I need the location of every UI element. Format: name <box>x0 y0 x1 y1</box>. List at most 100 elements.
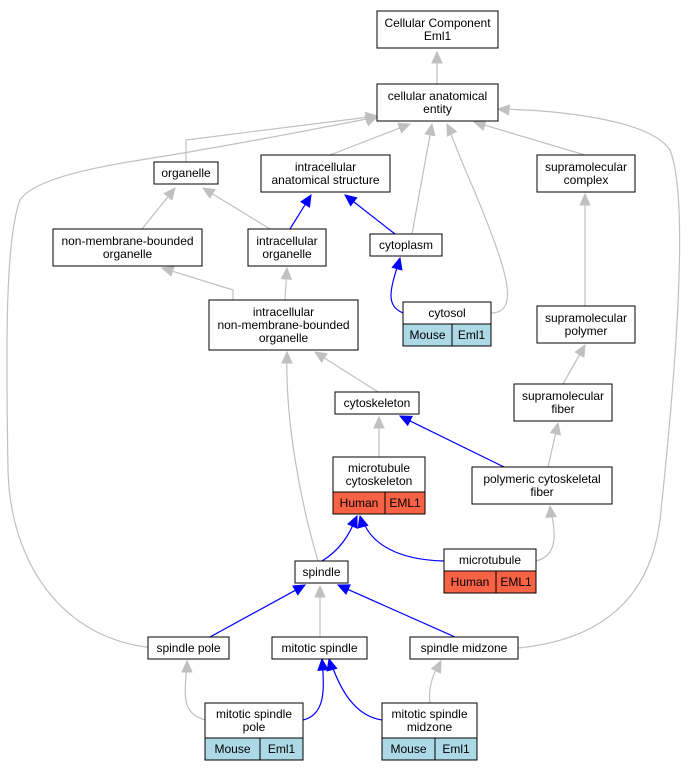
edge-line <box>329 659 383 721</box>
edge-line <box>286 351 319 562</box>
node-box <box>376 83 499 122</box>
node-box <box>52 228 203 267</box>
edge-inmbo-to-nmbo <box>160 265 234 300</box>
node-label: cytoplasm <box>379 238 433 252</box>
node-label: mitotic spindle <box>281 641 357 655</box>
arrowhead <box>160 265 175 277</box>
edge-line <box>289 203 307 230</box>
node-label: microtubule <box>459 553 521 567</box>
node-label: anatomical structure <box>271 173 379 187</box>
node-spindle[interactable]: spindle <box>294 560 349 584</box>
arrowhead <box>181 659 193 673</box>
edge-line <box>408 419 505 468</box>
node-label: mitotic spindle <box>391 707 467 721</box>
node-mspindle[interactable]: mitotic spindle <box>271 636 368 660</box>
node-label: organelle <box>103 247 153 261</box>
node-label: intracellular <box>256 234 317 248</box>
node-label: supramolecular <box>545 311 627 325</box>
node-label: Cellular Component <box>384 16 491 30</box>
node-smidzone[interactable]: spindle midzone <box>409 636 519 660</box>
node-label: mitotic spindle <box>216 707 292 721</box>
arrowhead <box>163 187 176 201</box>
arrowhead <box>431 50 443 64</box>
gene-cell <box>434 737 478 761</box>
edge-msmidzone-to-mspindle <box>326 657 383 721</box>
node-label: spindle pole <box>156 641 220 655</box>
node-inmbo[interactable]: intracellularnon-membrane-boundedorganel… <box>208 299 359 351</box>
species-label: Mouse <box>390 742 426 756</box>
edge-pcf-to-smf <box>547 421 562 468</box>
arrowhead <box>300 193 312 208</box>
arrowhead <box>292 584 307 596</box>
node-label: organelle <box>161 166 211 180</box>
node-label: non-membrane-bounded <box>61 234 193 248</box>
edge-line <box>562 353 581 385</box>
edge-smidzone-to-spindle <box>336 584 456 638</box>
edge-line <box>141 195 170 230</box>
node-label: fiber <box>530 485 553 499</box>
arrowhead <box>545 504 557 518</box>
node-cytoskeleton[interactable]: cytoskeleton <box>334 391 420 415</box>
arrowhead <box>314 584 326 598</box>
node-cytoplasm[interactable]: cytoplasm <box>369 233 443 257</box>
edge-line <box>171 270 234 300</box>
gene-label: Eml1 <box>268 742 296 756</box>
edge-spole-to-cae <box>6 115 379 649</box>
arrowhead <box>357 514 369 529</box>
node-spole[interactable]: spindle pole <box>147 636 230 660</box>
edge-line <box>411 133 431 235</box>
node-label: Eml1 <box>424 29 452 43</box>
arrowhead <box>313 351 328 364</box>
arrowhead <box>549 421 562 436</box>
arrowhead <box>398 415 413 427</box>
edge-line <box>209 589 297 638</box>
edge-inmbo-to-io <box>280 266 293 301</box>
arrowhead <box>496 104 510 116</box>
node-box <box>147 636 230 660</box>
edge-io-to-organelle <box>201 187 271 230</box>
node-label: entity <box>423 102 452 116</box>
arrowhead <box>424 122 436 137</box>
edge-line <box>346 588 456 638</box>
edge-io-to-ias <box>289 193 312 230</box>
edge-line <box>497 108 681 649</box>
gene-label: EML1 <box>500 575 532 589</box>
node-box <box>334 391 420 415</box>
node-label: spindle <box>302 565 340 579</box>
node-label: midzone <box>407 720 453 734</box>
species-label: Human <box>451 575 490 589</box>
edge-line <box>323 356 379 393</box>
node-box <box>536 305 636 344</box>
edge-nmbo-to-organelle <box>141 187 176 230</box>
node-label: spindle midzone <box>421 641 508 655</box>
edge-line <box>185 116 368 162</box>
edge-line <box>352 200 396 235</box>
gene-cell <box>495 570 537 594</box>
node-box <box>471 466 613 505</box>
node-organelle[interactable]: organelle <box>153 161 219 185</box>
edge-smidzone-to-cae <box>496 104 681 649</box>
edge-cytosol-to-cae <box>446 122 509 314</box>
gene-label: Eml1 <box>442 742 470 756</box>
arrowhead <box>280 266 293 280</box>
node-box <box>536 154 636 193</box>
edge-microtubule-to-pcf <box>535 504 557 562</box>
edge-smp-to-smc <box>579 192 591 306</box>
node-box <box>369 233 443 257</box>
node-box <box>409 636 519 660</box>
node-label: supramolecular <box>545 160 627 174</box>
